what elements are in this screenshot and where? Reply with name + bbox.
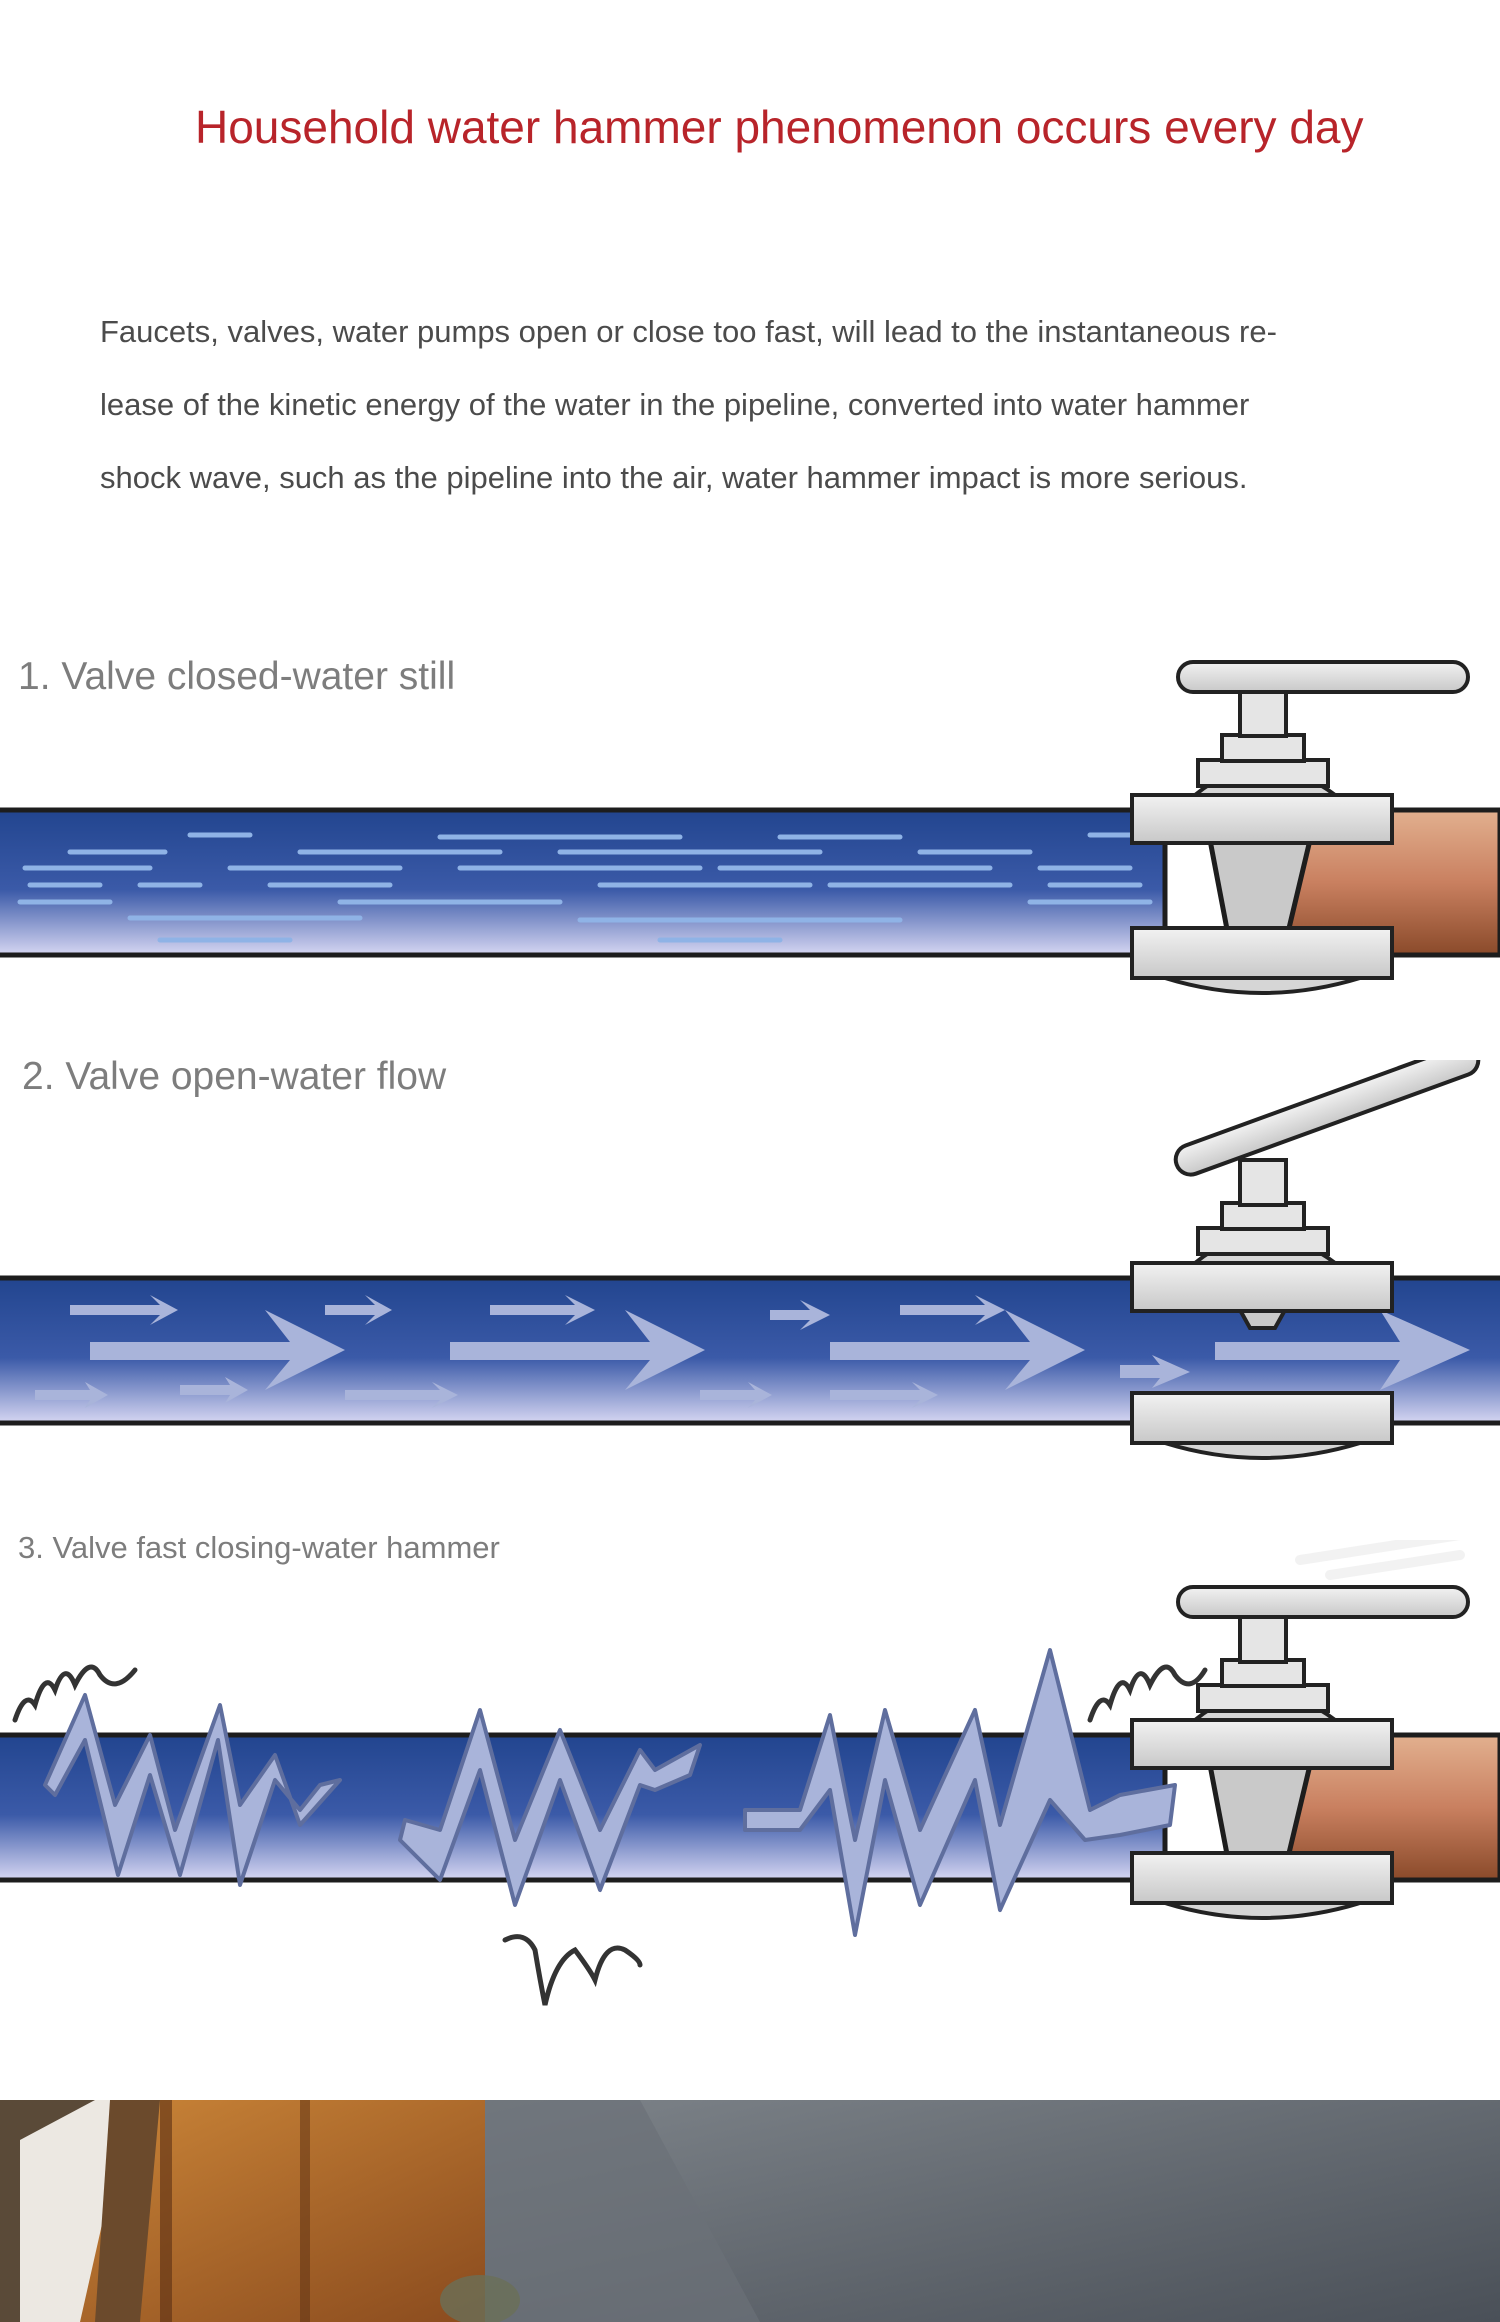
valve-closed-diagram <box>0 660 1500 995</box>
intro-line: Faucets, valves, water pumps open or clo… <box>100 314 1277 349</box>
vibration-squiggles <box>12 1664 1208 2006</box>
water-hammer-diagram <box>0 1540 1500 2006</box>
valve-handle <box>1176 1585 1470 1619</box>
intro-line: shock wave, such as the pipeline into th… <box>100 460 1248 495</box>
valve-handle <box>1173 1060 1481 1177</box>
valve-open-diagram <box>0 1060 1500 1460</box>
intro-paragraph: Faucets, valves, water pumps open or clo… <box>100 295 1400 514</box>
step-1-label: 1. Valve closed-water still <box>18 655 456 698</box>
page-title: Household water hammer phenomenon occurs… <box>195 101 1364 153</box>
intro-line: lease of the kinetic energy of the water… <box>100 387 1250 422</box>
valve-handle <box>1176 660 1470 694</box>
shock-wave-zigzags <box>43 1648 1177 1937</box>
step-2-label: 2. Valve open-water flow <box>22 1055 447 1098</box>
flow-arrows <box>35 1295 1470 1408</box>
damage-photo <box>0 2100 1500 2322</box>
still-water-lines <box>17 832 1163 943</box>
step-3-label: 3. Valve fast closing-water hammer <box>18 1530 500 1565</box>
